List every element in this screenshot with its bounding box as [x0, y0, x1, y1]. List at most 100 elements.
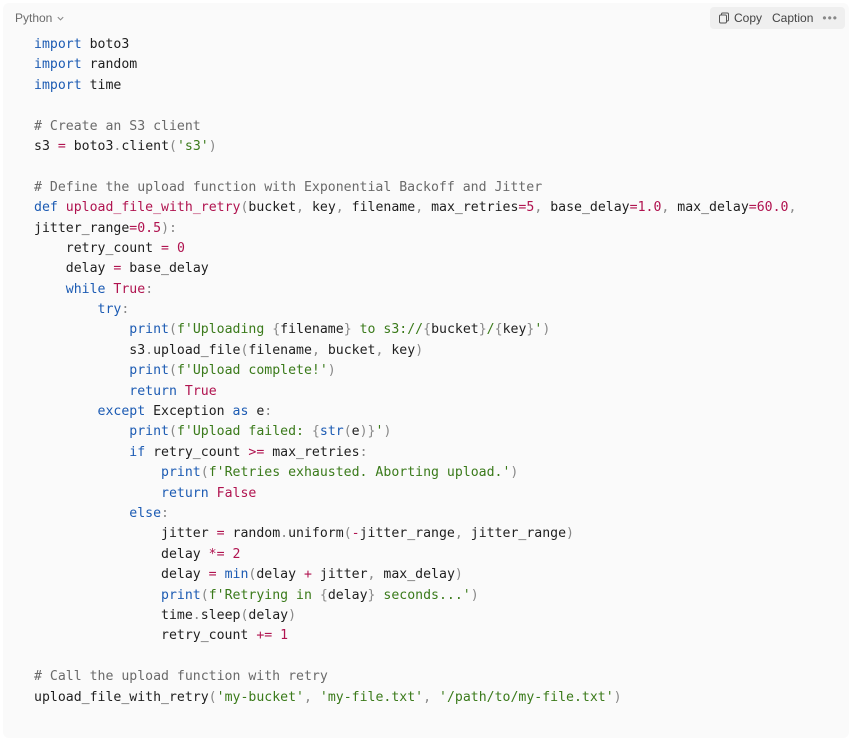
code-token: {	[319, 587, 328, 603]
code-token	[272, 628, 280, 643]
code-token: *=	[208, 546, 225, 562]
code-token: =	[629, 200, 638, 216]
code-token: time	[34, 607, 193, 623]
code-token: filename	[280, 322, 344, 338]
code-token: }	[478, 322, 487, 338]
code-token: delay	[34, 261, 114, 277]
more-options-icon[interactable]: •••	[822, 11, 838, 25]
code-line: delay = base_delay	[34, 259, 796, 279]
code-line: retry_count += 1	[34, 626, 796, 646]
code-token: print	[161, 587, 201, 603]
code-token: ,	[311, 342, 320, 358]
code-line: ​	[34, 157, 796, 177]
language-label: Python	[15, 11, 53, 25]
code-token: 60.0	[756, 200, 789, 216]
code-token: sleep	[200, 607, 241, 623]
code-token: filename	[343, 200, 416, 216]
code-token: 2	[232, 546, 241, 562]
code-line: print(f'Upload complete!')	[34, 361, 796, 381]
code-token: jitter_range	[34, 220, 130, 236]
code-token: ,	[534, 200, 543, 216]
code-token: max_retries	[423, 200, 519, 216]
code-token: (	[168, 424, 177, 440]
code-token: (	[240, 342, 249, 358]
code-token: '	[534, 322, 543, 338]
code-token: 5	[526, 200, 535, 216]
code-line: ​	[34, 96, 796, 116]
code-token: True	[184, 383, 217, 399]
code-token: .	[145, 342, 154, 358]
code-line: import boto3	[34, 35, 796, 55]
caption-label: Caption	[772, 11, 814, 25]
code-token: jitter_range	[359, 526, 455, 542]
code-token: jitter	[34, 526, 217, 542]
code-token: retry_count	[34, 240, 162, 256]
code-token: retry_count	[145, 444, 249, 460]
code-token: :	[161, 505, 169, 521]
code-token: {	[423, 322, 432, 338]
code-line: return False	[34, 484, 796, 504]
code-token: ,	[296, 200, 304, 216]
code-token: base_delay	[121, 261, 209, 277]
copy-button[interactable]: Copy	[714, 9, 766, 27]
code-token: (	[343, 526, 352, 542]
code-line: try:	[34, 300, 796, 320]
code-line: import time	[34, 76, 796, 96]
code-token: delay	[248, 607, 289, 623]
code-token: key	[383, 342, 416, 358]
code-token: (	[168, 363, 177, 379]
code-token: .	[113, 138, 122, 154]
code-token: jitter	[311, 567, 368, 583]
code-token: try	[97, 302, 122, 318]
code-line: jitter = random.uniform(-jitter_range, j…	[34, 524, 796, 544]
code-token	[34, 282, 66, 297]
code-token: ,	[375, 342, 384, 358]
code-token: +	[304, 567, 312, 583]
code-token: f'Upload complete!'	[176, 363, 328, 379]
code-token: :	[145, 281, 154, 297]
code-token: )	[288, 607, 297, 623]
code-token: max_delay	[669, 200, 749, 216]
code-token: :	[359, 444, 368, 460]
code-token: :	[121, 302, 130, 318]
code-line: print(f'Retrying in {delay} seconds...')	[34, 586, 796, 606]
code-token: =	[129, 220, 138, 236]
code-token: import	[34, 77, 82, 93]
code-token: 'my-bucket'	[216, 689, 304, 705]
code-token: /	[486, 322, 495, 338]
code-toolbar: Copy Caption •••	[710, 7, 845, 29]
code-token: )	[454, 567, 463, 583]
code-token: (	[200, 587, 209, 603]
code-token: '/path/to/my-file.txt'	[439, 689, 614, 705]
code-token: }	[367, 587, 376, 603]
code-token: print	[129, 424, 169, 440]
code-token: '	[375, 424, 384, 440]
code-token: e	[351, 424, 360, 440]
code-token: ,	[423, 689, 432, 705]
code-token: filename	[248, 342, 312, 358]
code-token: 's3'	[176, 138, 209, 154]
code-token: ,	[788, 200, 797, 216]
code-token: (	[240, 200, 249, 216]
code-token: key	[304, 200, 336, 216]
code-token	[34, 445, 129, 460]
code-token: {	[494, 322, 503, 338]
code-token: 1	[280, 628, 289, 644]
code-token: {	[311, 424, 320, 440]
code-token: )	[542, 322, 551, 338]
code-token: max_retries	[264, 444, 360, 460]
code-token: f'Retrying in	[208, 587, 320, 603]
code-token: e	[248, 404, 265, 420]
code-token	[225, 547, 233, 562]
code-line: return True	[34, 382, 796, 402]
code-token: }	[343, 322, 352, 338]
code-token: Exception	[145, 404, 233, 420]
caption-button[interactable]: Caption	[768, 9, 817, 27]
copy-label: Copy	[734, 11, 763, 25]
code-token: ,	[303, 689, 312, 705]
code-token: +=	[256, 628, 273, 644]
language-selector[interactable]: Python	[15, 11, 65, 25]
code-token: # Define the upload function with Expone…	[34, 179, 543, 195]
code-token: print	[129, 322, 169, 338]
